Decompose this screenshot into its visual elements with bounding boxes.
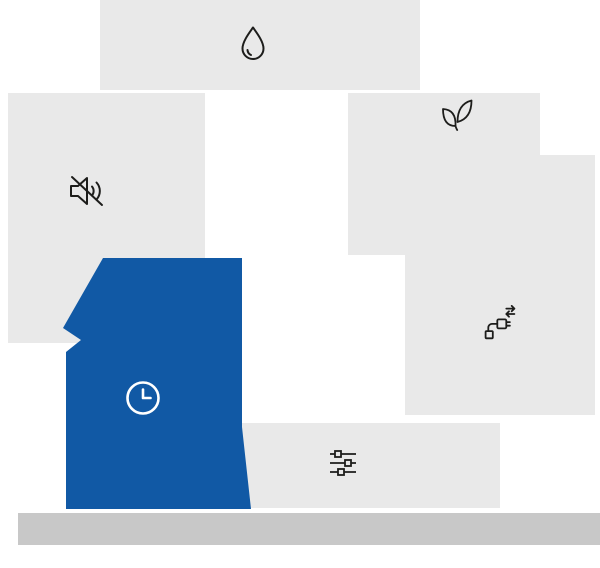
water-drop-icon (237, 24, 269, 62)
tile-settings[interactable] (210, 423, 500, 508)
plug-sync-icon (482, 305, 518, 341)
sliders-icon (328, 449, 358, 477)
tile-mute[interactable] (8, 93, 205, 343)
tile-connect[interactable] (405, 155, 595, 415)
clock-icon (123, 378, 163, 418)
speaker-mute-icon (66, 172, 108, 210)
tile-water[interactable] (100, 0, 420, 90)
eco-leaves-icon (440, 95, 474, 131)
bottom-bar (18, 513, 600, 545)
